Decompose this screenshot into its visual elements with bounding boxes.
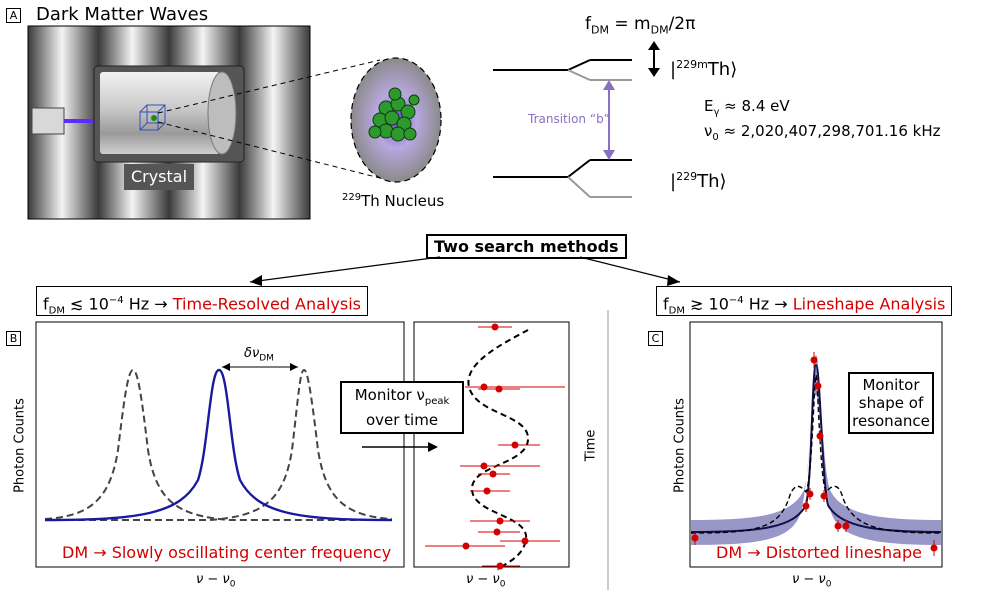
freq-sub: 0 <box>712 132 719 143</box>
lattice-cube <box>139 104 166 131</box>
nucleus-cluster <box>368 87 420 142</box>
pc-unit: Hz → <box>743 294 793 314</box>
freq-val: ≈ 2,020,407,298,701.16 kHz <box>718 122 941 140</box>
panel-a-title: Dark Matter Waves <box>36 4 209 25</box>
pb-rel: ≲ 10 <box>64 294 109 314</box>
crystal-label-bg <box>124 164 194 190</box>
fit-band <box>691 355 941 545</box>
panel-c-xlabel: ν − ν0 <box>792 572 831 590</box>
fdm-rhs-sub: DM <box>650 23 669 37</box>
panel-a-tag: A <box>6 8 21 23</box>
monitor-shape-box: Monitor shape of resonance <box>848 372 934 434</box>
frequency-line: ν0 ≈ 2,020,407,298,701.16 kHz <box>704 122 940 143</box>
panel-b-caption: DM → Slowly oscillating center frequency <box>62 543 392 562</box>
fdm-equation: fDM = mDM/2π <box>585 14 695 36</box>
panel-c-tag: C <box>648 331 663 346</box>
upper-state-label: |229mTh⟩ <box>670 58 737 80</box>
nucleus-label: 229Th Nucleus <box>342 192 444 210</box>
fdm-rhs: = m <box>608 14 651 34</box>
pb-exp: −4 <box>108 295 124 306</box>
zoom-line-bottom <box>157 121 381 179</box>
monitor-peak-box: Monitor νpeak over time <box>340 381 464 434</box>
fdm-sub: DM <box>591 23 609 37</box>
center-lineshape <box>44 368 393 522</box>
pc-f: f <box>663 294 669 314</box>
monitor-peak-sub: peak <box>424 396 450 407</box>
crystal-label: Crystal <box>130 167 188 186</box>
panel-b-tag: B <box>6 331 21 346</box>
monitor-shape-line2: shape of <box>858 394 924 412</box>
energy-e: E <box>704 97 714 115</box>
fit-line <box>690 363 942 533</box>
shifted-left-lineshape <box>44 368 390 521</box>
lower-state-label: |229Th⟩ <box>670 170 727 192</box>
lower-bar: | <box>670 171 677 192</box>
fdm-rhs-end: /2π <box>668 14 696 34</box>
zoom-line-top <box>157 59 381 114</box>
upper-end: Th⟩ <box>707 59 738 80</box>
distorted-lineshape <box>690 373 942 534</box>
lower-end: Th⟩ <box>697 171 727 192</box>
shifted-right-lineshape <box>45 368 393 521</box>
pc-exp: −4 <box>728 295 744 306</box>
upper-sup: 229m <box>676 58 708 71</box>
pb-method: Time-Resolved Analysis <box>172 294 361 314</box>
pc-rel: ≳ 10 <box>684 294 729 314</box>
transition-label: Transition “b” <box>528 112 610 126</box>
search-method-arrows <box>249 256 681 283</box>
energy-sub: γ <box>713 107 720 118</box>
delta-sub: DM <box>259 353 274 364</box>
peak-datapoints <box>425 323 565 570</box>
fdm-f: f <box>585 14 591 34</box>
panel-c-ylabel: Photon Counts <box>672 398 688 493</box>
panel-c-header: fDM ≳ 10−4 Hz → Lineshape Analysis <box>656 286 953 317</box>
two-search-methods-title: Two search methods <box>426 234 627 259</box>
delta-text: δν <box>244 346 260 361</box>
monitor-peak-text: Monitor ν <box>354 386 425 404</box>
pb-xlabel-text: ν − ν <box>196 572 230 587</box>
monitor-shape-line1: Monitor <box>862 376 920 394</box>
pb-xlabel2-text: ν − ν <box>466 572 500 587</box>
nucleus-mass: 229 <box>342 192 362 203</box>
freq-nu: ν <box>704 122 713 140</box>
pc-xlabel-sub: 0 <box>825 579 832 590</box>
nucleus-text: Th Nucleus <box>361 192 445 210</box>
monitor-peak-line1: Monitor νpeak <box>342 386 462 411</box>
delta-nu-label: δνDM <box>244 346 274 364</box>
pb-xlabel-sub: 0 <box>229 579 236 590</box>
pc-sub: DM <box>668 305 685 317</box>
lineshape-datapoints <box>691 352 938 556</box>
panel-b-xlabel: ν − ν0 <box>196 572 235 590</box>
energy-level-diagram <box>493 59 632 198</box>
pb-unit: Hz → <box>123 294 173 314</box>
pc-xlabel-text: ν − ν <box>792 572 826 587</box>
lower-sup: 229 <box>676 170 698 183</box>
upper-bar: | <box>670 59 677 80</box>
energy-val: ≈ 8.4 eV <box>719 97 790 115</box>
panel-b-time-frame <box>413 321 570 568</box>
panel-c-caption: DM → Distorted lineshape <box>716 543 922 562</box>
panel-b-lineshape-frame <box>35 321 405 568</box>
pc-method: Lineshape Analysis <box>792 294 946 314</box>
panel-b-time-xlabel: ν − ν0 <box>466 572 505 590</box>
pb-xlabel2-sub: 0 <box>499 579 506 590</box>
transition-arrow <box>603 80 615 160</box>
panel-b-header: fDM ≲ 10−4 Hz → Time-Resolved Analysis <box>36 286 368 317</box>
pb-sub: DM <box>48 305 65 317</box>
pb-f: f <box>43 294 49 314</box>
fdm-splitting-arrow <box>648 41 660 77</box>
monitor-shape-line3: resonance <box>852 412 930 430</box>
energy-line: Eγ ≈ 8.4 eV <box>704 97 790 118</box>
panel-c-frame <box>689 321 943 568</box>
monitor-peak-line2: over time <box>365 411 439 429</box>
